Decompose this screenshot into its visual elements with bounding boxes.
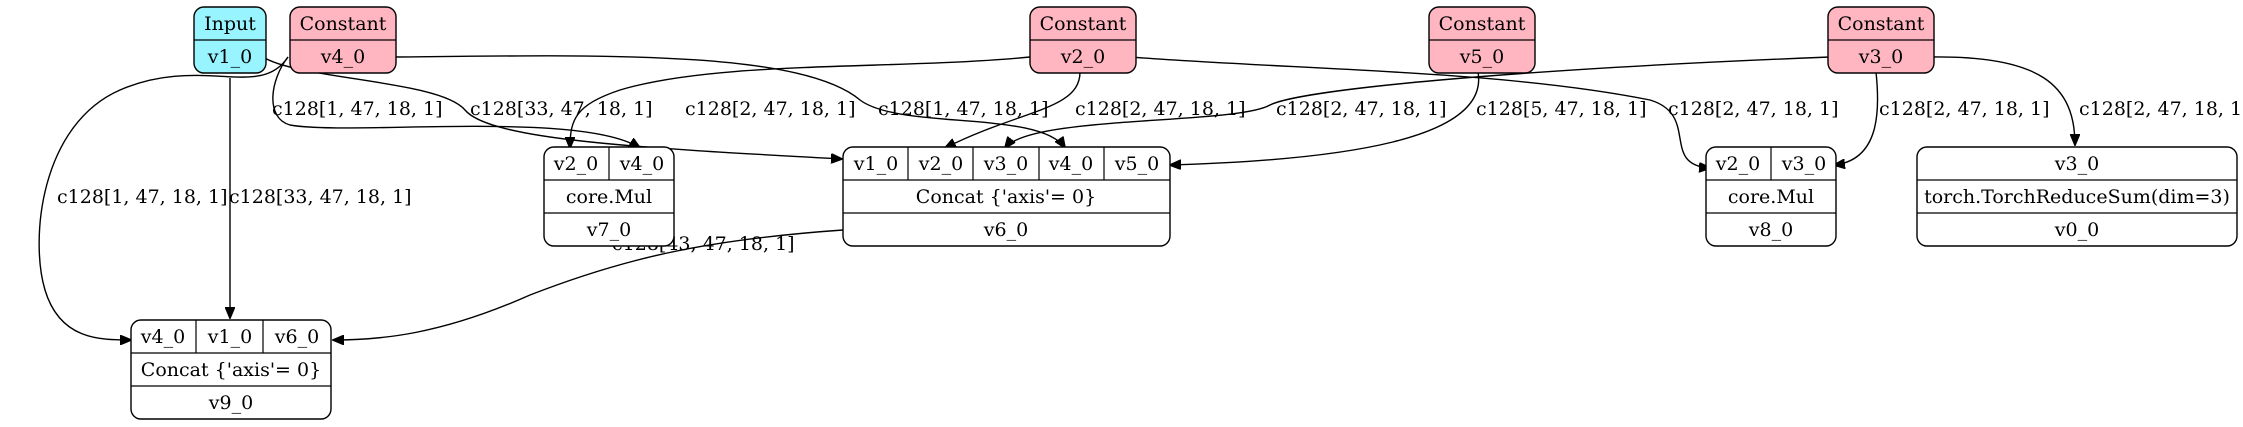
edge-labels: c128[1, 47, 18, 1] c128[33, 47, 18, 1] c… [57, 98, 2243, 255]
edge-label-v1-to-v9: c128[33, 47, 18, 1] [229, 186, 412, 208]
edge-v3-to-v8 [1834, 71, 1879, 165]
edge-v1-to-v6 [262, 56, 842, 159]
input-port: v4_0 [1048, 153, 1093, 175]
input-port: v2_0 [553, 153, 598, 175]
edge-label-v1-to-v6: c128[33, 47, 18, 1] [470, 98, 653, 120]
input-port: v2_0 [918, 153, 963, 175]
node-constant-v4[interactable]: Constant v4_0 [289, 6, 397, 74]
edge-v4-to-v6 [395, 55, 1065, 148]
edge-label-v5-to-v6: c128[5, 47, 18, 1] [1476, 98, 1647, 120]
input-port: v3_0 [2054, 153, 2099, 175]
node-title: Constant [300, 13, 387, 35]
input-port: v4_0 [140, 326, 185, 348]
node-reducesum-v0[interactable]: v3_0 torch.TorchReduceSum(dim=3) v0_0 [1916, 146, 2238, 247]
input-port: v1_0 [207, 326, 252, 348]
node-op-label: torch.TorchReduceSum(dim=3) [1924, 186, 2230, 208]
input-port: v2_0 [1715, 153, 1760, 175]
edge-label-v3-to-v8: c128[2, 47, 18, 1] [1879, 98, 2050, 120]
node-title: Input [204, 13, 256, 35]
edge-v6-to-v9 [333, 229, 844, 340]
node-output-name: v3_0 [1858, 46, 1903, 68]
node-output-name: v8_0 [1748, 219, 1793, 241]
node-mul-v7[interactable]: v2_0 v4_0 core.Mul v7_0 [543, 146, 675, 247]
node-mul-v8[interactable]: v2_0 v3_0 core.Mul v8_0 [1705, 146, 1837, 247]
edge-label-v2-to-v6: c128[2, 47, 18, 1] [1075, 98, 1246, 120]
edge-label-v2-to-v8: c128[2, 47, 18, 1] [1668, 98, 1839, 120]
node-output-name: v1_0 [207, 46, 252, 68]
node-output-name: v5_0 [1459, 46, 1504, 68]
input-port: v6_0 [274, 326, 319, 348]
edge-label-v4-to-v9: c128[1, 47, 18, 1] [57, 186, 228, 208]
edge-v4-to-v7 [272, 56, 640, 148]
node-output-name: v9_0 [208, 392, 253, 414]
edge-label-v3-to-v6: c128[2, 47, 18, 1] [1276, 98, 1447, 120]
input-port: v4_0 [619, 153, 664, 175]
edge-label-v4-to-v6: c128[1, 47, 18, 1] [878, 98, 1049, 120]
edges [38, 55, 2075, 340]
input-port: v3_0 [1781, 153, 1826, 175]
node-input-v1[interactable]: Input v1_0 [193, 6, 267, 74]
node-constant-v2[interactable]: Constant v2_0 [1029, 6, 1137, 74]
node-title: Constant [1040, 13, 1127, 35]
edge-label-v3-to-v0: c128[2, 47, 18, 1] [2079, 98, 2243, 120]
node-concat-v6[interactable]: v1_0 v2_0 v3_0 v4_0 v5_0 Concat {'axis'=… [842, 146, 1171, 247]
node-output-name: v7_0 [586, 219, 631, 241]
node-op-label: Concat {'axis'= 0} [916, 186, 1096, 208]
edge-v2-to-v7 [570, 56, 1031, 148]
input-port: v1_0 [853, 153, 898, 175]
edge-v4-to-v9 [38, 56, 289, 340]
edge-v5-to-v6 [1170, 71, 1480, 165]
node-op-label: Concat {'axis'= 0} [141, 359, 321, 381]
node-title: Constant [1439, 13, 1526, 35]
node-op-label: core.Mul [566, 186, 652, 208]
edge-v2-to-v8 [1129, 56, 1710, 168]
input-port: v3_0 [983, 153, 1028, 175]
edge-v3-to-v0 [1928, 56, 2075, 145]
node-concat-v9[interactable]: v4_0 v1_0 v6_0 Concat {'axis'= 0} v9_0 [130, 319, 332, 420]
node-output-name: v2_0 [1060, 46, 1105, 68]
node-output-name: v4_0 [320, 46, 365, 68]
edge-v3-to-v6 [1005, 56, 1831, 148]
node-output-name: v6_0 [983, 219, 1028, 241]
node-output-name: v0_0 [2054, 219, 2099, 241]
node-title: Constant [1838, 13, 1925, 35]
node-constant-v3[interactable]: Constant v3_0 [1827, 6, 1935, 74]
input-port: v5_0 [1114, 153, 1159, 175]
edge-label-v2-to-v7: c128[2, 47, 18, 1] [685, 98, 856, 120]
node-op-label: core.Mul [1728, 186, 1814, 208]
node-constant-v5[interactable]: Constant v5_0 [1428, 6, 1536, 74]
edge-label-v4-to-v7: c128[1, 47, 18, 1] [272, 98, 443, 120]
edge-v2-to-v6 [945, 71, 1081, 148]
